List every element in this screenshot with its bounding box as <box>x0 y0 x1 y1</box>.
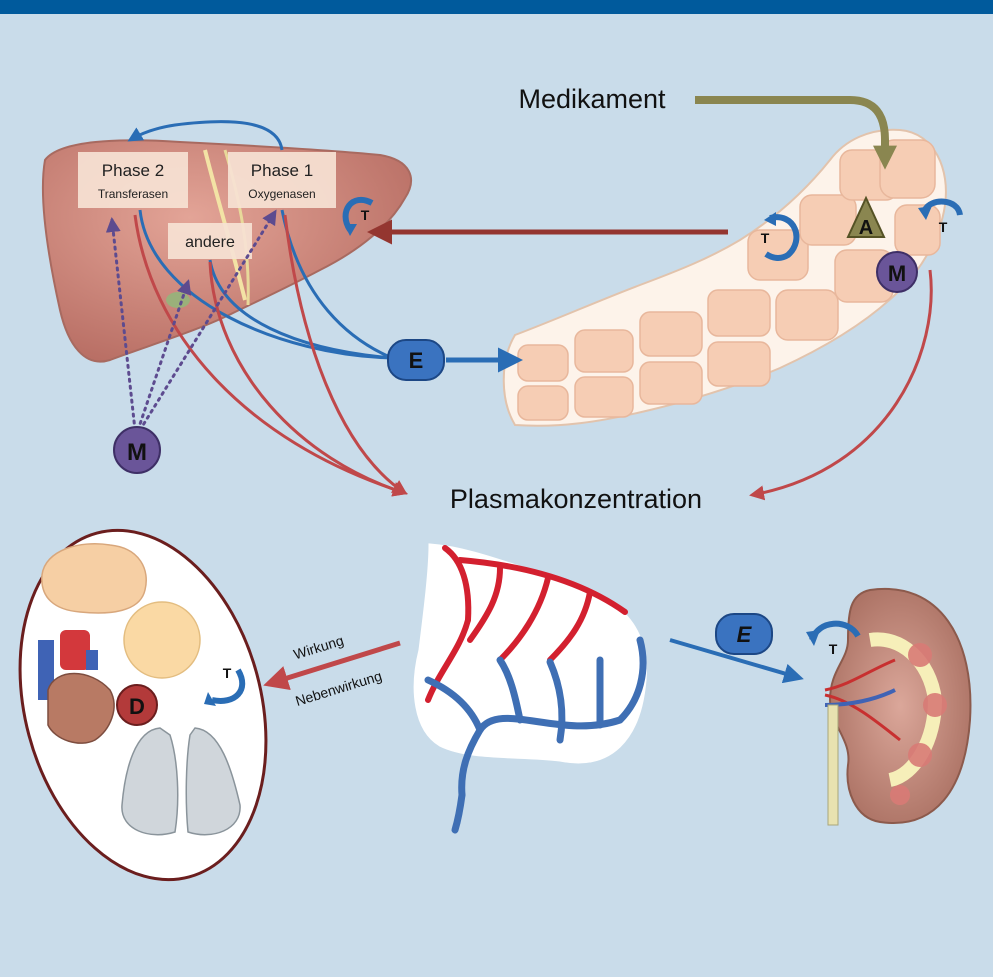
wirkung-label: Wirkung <box>292 632 346 662</box>
t-label-liver: T <box>361 207 370 223</box>
transporter-icon-intestine-left: T <box>761 212 800 261</box>
phase2-title: Phase 2 <box>102 161 164 180</box>
metabolism-node-intestine: M <box>876 251 918 293</box>
absorption-node: A <box>846 195 886 239</box>
capillary-network <box>413 543 647 834</box>
intestine-illustration <box>502 128 947 427</box>
t-label-kidney: T <box>829 641 838 657</box>
a-label: A <box>859 217 873 239</box>
arrow-plasma-to-targets <box>263 640 401 691</box>
brain-illustration <box>41 543 147 614</box>
cell-illustration <box>123 601 201 679</box>
t-label-intestine-right: T <box>939 219 948 235</box>
m-label-intestine: M <box>888 261 906 286</box>
phase2-subtitle: Transferasen <box>98 187 168 201</box>
transporter-icon-oval: T <box>204 665 246 706</box>
m-label-liver: M <box>127 439 147 466</box>
andere-box: andere <box>168 223 252 259</box>
transporter-icon-intestine-right: T <box>918 198 963 235</box>
lungs-illustration <box>121 727 241 836</box>
andere-label: andere <box>185 234 235 251</box>
arrow-intestine-to-plasma <box>749 269 933 501</box>
distribution-node <box>116 684 158 726</box>
transporter-icon-kidney: T <box>806 620 861 657</box>
kidney-illustration: T <box>806 587 972 826</box>
e-label-lower: E <box>737 622 753 647</box>
excretion-node-kidney: E <box>715 613 773 655</box>
e-label-upper: E <box>409 348 424 373</box>
excretion-node-intestine: E <box>387 339 445 381</box>
phase1-box: Phase 1 Oxygenasen <box>228 152 336 208</box>
top-bar <box>0 0 993 14</box>
metabolism-dotted-arrows <box>105 209 277 432</box>
target-organs-oval: D T <box>18 528 268 882</box>
phase1-subtitle: Oxygenasen <box>248 187 315 201</box>
heart-illustration <box>38 630 115 744</box>
liver-excretion-arrows <box>138 209 393 360</box>
metabolism-node-liver: M <box>113 426 161 474</box>
medikament-label: Medikament <box>518 84 666 114</box>
d-label: D <box>129 694 145 719</box>
phase1-title: Phase 1 <box>251 161 313 180</box>
phase2-box: Phase 2 Transferasen <box>78 152 188 208</box>
transporter-icon-liver: T <box>342 196 374 236</box>
liver-plasma-arrows <box>133 214 408 497</box>
plasma-label: Plasmakonzentration <box>450 484 702 514</box>
t-label-oval: T <box>223 665 232 681</box>
arrow-phase1-to-phase2 <box>127 120 284 151</box>
t-label-intestine-left: T <box>761 230 770 246</box>
arrow-medikament-to-intestine <box>695 96 897 170</box>
arrow-plasma-to-kidney <box>669 638 804 684</box>
